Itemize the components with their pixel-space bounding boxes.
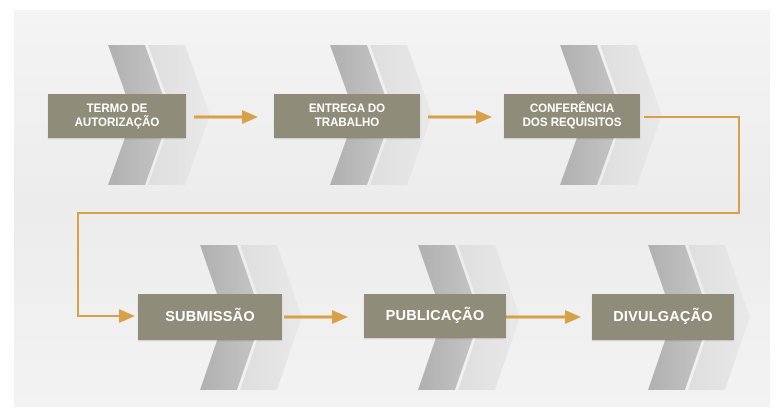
step-entrega-do-trabalho: ENTREGA DO TRABALHO: [274, 94, 420, 138]
step-divulgacao: DIVULGAÇÃO: [592, 294, 734, 340]
connector-step3-to-step4: [77, 116, 740, 323]
arrow-step2-to-step3: [428, 110, 492, 124]
step-publicacao: PUBLICAÇÃO: [364, 294, 506, 338]
arrow-step5-to-step6: [505, 310, 581, 324]
arrow-step4-to-step5: [284, 310, 348, 324]
step-submissao: SUBMISSÃO: [138, 294, 282, 340]
step-termo-de-autorizacao: TERMO DE AUTORIZAÇÃO: [48, 94, 186, 138]
step-conferencia-dos-requisitos: CONFERÊNCIA DOS REQUISITOS: [504, 94, 640, 138]
arrow-step1-to-step2: [194, 110, 258, 124]
